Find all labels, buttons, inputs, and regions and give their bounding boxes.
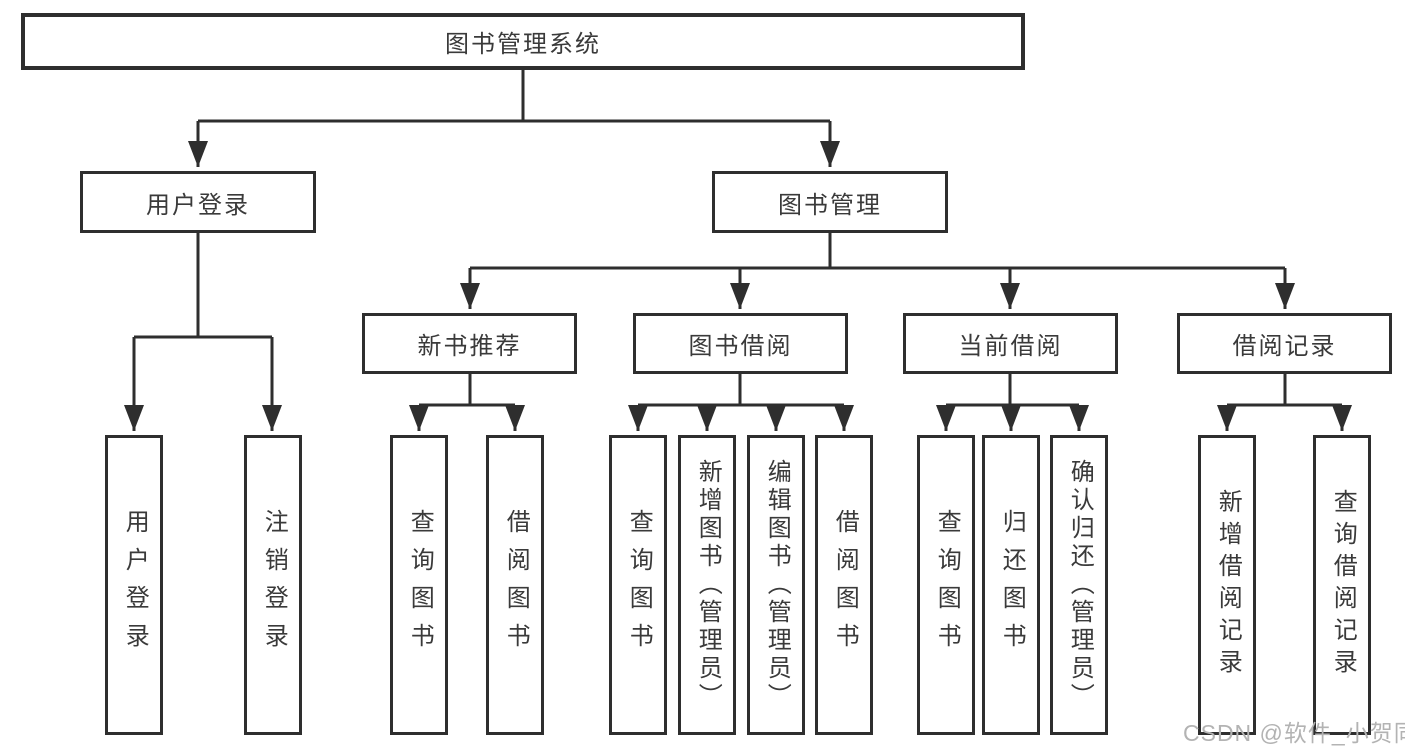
node-book-borrow: 图书借阅 [633, 313, 848, 374]
leaf-return-books: 归还图书 [982, 435, 1040, 735]
leaf-borrow-books: 借阅图书 [815, 435, 873, 735]
leaf-label: 归还图书 [998, 509, 1026, 661]
leaf-user-login: 用户登录 [105, 435, 163, 735]
leaf-edit-books-admin: 编辑图书（管理员） [747, 435, 805, 735]
leaf-add-borrow-record: 新增借阅记录 [1198, 435, 1256, 735]
leaf-logout: 注销登录 [244, 435, 302, 735]
leaf-label: 查询图书 [933, 509, 961, 661]
leaf-query-books-borrow: 查询图书 [609, 435, 667, 735]
leaf-label: 新增图书（管理员） [694, 459, 722, 711]
node-system-root: 图书管理系统 [21, 13, 1025, 70]
csdn-watermark: CSDN @软件_小贺同学 [1183, 720, 1405, 746]
leaf-label: 新增借阅记录 [1214, 489, 1242, 681]
leaf-label: 借阅图书 [831, 509, 859, 661]
node-label: 当前借阅 [958, 333, 1063, 360]
leaf-add-books-admin: 新增图书（管理员） [678, 435, 736, 735]
leaf-label: 查询图书 [625, 509, 653, 661]
node-new-book-recommend: 新书推荐 [362, 313, 577, 374]
node-label: 图书管理 [778, 191, 882, 219]
node-current-borrow: 当前借阅 [903, 313, 1118, 374]
node-user-login-module: 用户登录 [80, 171, 316, 233]
leaf-label: 确认归还（管理员） [1066, 459, 1094, 711]
node-label: 图书管理系统 [445, 31, 601, 58]
leaf-query-books-current: 查询图书 [917, 435, 975, 735]
leaf-label: 借阅图书 [502, 509, 530, 661]
node-book-management-module: 图书管理 [712, 171, 948, 233]
node-borrow-records: 借阅记录 [1177, 313, 1392, 374]
leaf-label: 注销登录 [260, 509, 288, 661]
leaf-borrow-books-recommend: 借阅图书 [486, 435, 544, 735]
leaf-label: 编辑图书（管理员） [763, 459, 791, 711]
leaf-label: 查询图书 [406, 509, 434, 661]
leaf-confirm-return-admin: 确认归还（管理员） [1050, 435, 1108, 735]
leaf-label: 查询借阅记录 [1329, 489, 1357, 681]
node-label: 新书推荐 [417, 333, 522, 360]
leaf-query-books-recommend: 查询图书 [390, 435, 448, 735]
node-label: 用户登录 [146, 191, 250, 219]
node-label: 借阅记录 [1232, 333, 1337, 360]
leaf-label: 用户登录 [121, 509, 149, 661]
leaf-query-borrow-record: 查询借阅记录 [1313, 435, 1371, 735]
node-label: 图书借阅 [688, 333, 793, 360]
